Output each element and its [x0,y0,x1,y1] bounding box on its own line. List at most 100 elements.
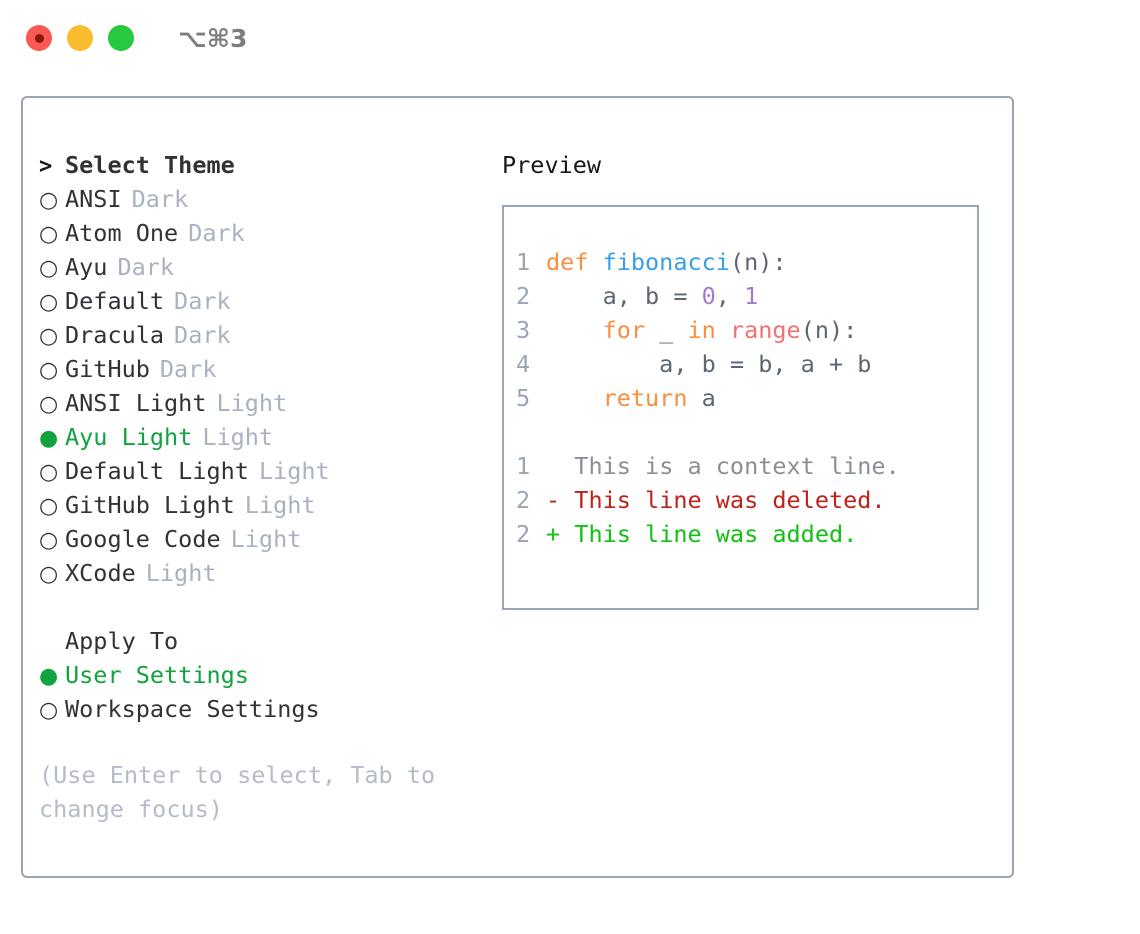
section-spacer [39,590,499,624]
theme-option-github-dark[interactable]: ○GitHub Dark [39,352,499,386]
apply-to-title: ○Apply To [39,624,499,658]
code-line: 1 def fibonacci(n): [516,245,977,279]
apply-to-workspace-settings[interactable]: ○Workspace Settings [39,692,499,726]
theme-option-variant: Light [258,457,330,485]
theme-option-variant: Dark [131,185,189,213]
code-token-plain: a, b = [546,282,702,310]
code-token-keyword: in [687,316,716,344]
theme-option-github-light[interactable]: ○GitHub Light Light [39,488,499,522]
code-line: 3 for _ in range(n): [516,313,977,347]
apply-to-option-label: Workspace Settings [65,695,320,723]
radio-unselected-icon[interactable]: ○ [39,494,59,519]
preview-spacer [516,415,977,449]
radio-unselected-icon[interactable]: ○ [39,460,59,485]
theme-picker-title: Select Theme [65,151,235,179]
theme-option-ansi-dark[interactable]: ○ANSI Dark [39,182,499,216]
code-token-number: 1 [744,282,759,310]
code-token-plain [546,384,603,412]
radio-unselected-icon[interactable]: ○ [39,358,59,383]
theme-option-ayu-dark[interactable]: ○Ayu Dark [39,250,499,284]
theme-option-variant: Dark [174,321,231,349]
theme-option-label: ANSI [65,185,122,213]
title-bar: ⌥⌘3 [0,0,1140,76]
code-content: for _ in range(n): [546,313,858,347]
code-content: a, b = 0, 1 [546,279,759,313]
theme-option-label: Ayu Light [65,423,193,451]
theme-option-default-dark[interactable]: ○Default Dark [39,284,499,318]
code-token-function: fibonacci [602,248,730,276]
line-number: 4 [516,350,531,378]
theme-option-variant: Light [244,491,316,519]
code-content: a, b = b, a + b [546,347,871,381]
radio-unselected-icon[interactable]: ○ [39,256,59,281]
code-token-plain [546,316,603,344]
record-indicator-icon [34,33,44,43]
theme-option-ansi-light[interactable]: ○ANSI Light Light [39,386,499,420]
theme-option-variant: Light [145,559,217,587]
radio-unselected-icon[interactable]: ○ [39,290,59,315]
line-number: 5 [516,384,531,412]
code-token-plain [716,316,730,344]
theme-option-label: Atom One [65,219,179,247]
code-content: def fibonacci(n): [546,245,787,279]
theme-option-label: Dracula [65,321,165,349]
code-line: 5 return a [516,381,977,415]
theme-option-dracula-dark[interactable]: ○Dracula Dark [39,318,499,352]
code-token-keyword: def [546,248,603,276]
code-token-plain: (n): [800,316,858,344]
line-number: 2 [516,486,531,514]
theme-option-label: Default [65,287,165,315]
theme-option-variant: Dark [159,355,217,383]
apply-to-option-label: User Settings [65,661,249,689]
line-number: 2 [516,282,531,310]
radio-unselected-icon[interactable]: ○ [39,698,59,723]
code-token-builtin: range [729,316,801,344]
apply-to-title-label: Apply To [65,627,179,655]
theme-option-label: ANSI Light [65,389,207,417]
diff-line-added: 2 + This line was added. [516,517,977,551]
theme-option-xcode[interactable]: ○XCode Light [39,556,499,590]
theme-option-variant: Light [216,389,288,417]
maximize-button[interactable] [108,25,134,51]
radio-unselected-icon[interactable]: ○ [39,528,59,553]
theme-option-label: GitHub [65,355,150,383]
theme-option-label: Ayu [65,253,108,281]
theme-option-label: Google Code [65,525,221,553]
close-button[interactable] [26,25,52,51]
diff-text: This line was deleted. [560,486,886,514]
radio-selected-icon[interactable]: ● [39,664,59,689]
code-token-number: 0 [701,282,716,310]
preview-title: Preview [502,151,602,179]
radio-selected-icon[interactable]: ● [39,426,59,451]
theme-option-label: GitHub Light [65,491,235,519]
theme-option-variant: Dark [117,253,175,281]
theme-option-google-code[interactable]: ○Google Code Light [39,522,499,556]
theme-option-label: Default Light [65,457,249,485]
theme-option-default-light[interactable]: ○Default Light Light [39,454,499,488]
theme-option-variant: Light [230,525,302,553]
prompt-marker-icon: > [39,154,53,179]
diff-marker [546,449,560,483]
theme-option-variant: Dark [174,287,231,315]
diff-line-context: 1 This is a context line. [516,449,977,483]
radio-unselected-icon[interactable]: ○ [39,222,59,247]
apply-to-user-settings[interactable]: ●User Settings [39,658,499,692]
radio-unselected-icon[interactable]: ○ [39,392,59,417]
code-token-plain: _ [645,316,688,344]
diff-marker: - [546,486,561,514]
radio-unselected-icon[interactable]: ○ [39,562,59,587]
preview-box: 1 def fibonacci(n): 2 a, b = 0, 1 3 for … [502,205,979,610]
line-number: 2 [516,520,531,548]
radio-unselected-icon[interactable]: ○ [39,188,59,213]
theme-option-label: XCode [65,559,136,587]
minimize-button[interactable] [67,25,93,51]
radio-unselected-icon[interactable]: ○ [39,324,59,349]
code-token-keyword: for [602,316,646,344]
diff-text: This line was added. [560,520,858,548]
code-token-plain: , [715,282,745,310]
code-token-plain: a [687,384,716,412]
